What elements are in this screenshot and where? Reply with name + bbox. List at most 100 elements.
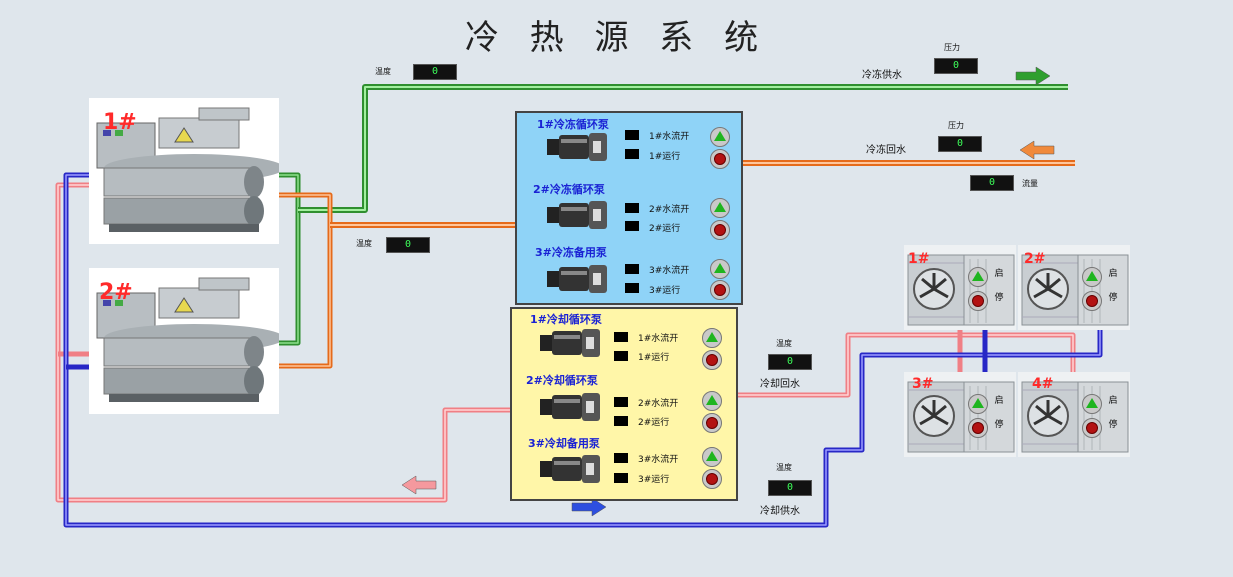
- chilled-pump-2-stop-button[interactable]: [710, 220, 730, 240]
- pump-icon[interactable]: [547, 263, 609, 295]
- chilled-return-pressure-value: 0: [938, 136, 982, 152]
- chilled-pump-2-run-indicator: [625, 221, 639, 231]
- cooling-supply-label: 冷却供水: [760, 506, 800, 517]
- cooling-tower-2-start-button[interactable]: [1082, 267, 1102, 287]
- stop-label: 停: [994, 420, 1004, 430]
- chilled-pump-1-flow-label: 1#水流开: [649, 132, 690, 142]
- stop-circle-icon: [706, 354, 718, 366]
- chilled-pump-3-start-button[interactable]: [710, 259, 730, 279]
- cooling-tower-3-stop-button[interactable]: [968, 418, 988, 438]
- cooling-tower-4[interactable]: 4# 启 停: [1018, 372, 1130, 457]
- chilled-pump-3-stop-button[interactable]: [710, 280, 730, 300]
- start-label: 启: [994, 269, 1004, 279]
- chiller-2[interactable]: 2#: [89, 268, 284, 414]
- cooling-pump-1-title: 1#冷却循环泵: [530, 313, 602, 326]
- stop-circle-icon: [706, 417, 718, 429]
- chilled-pump-2-flow-label: 2#水流开: [649, 205, 690, 215]
- start-triangle-icon: [706, 395, 718, 405]
- chilled-return-temp-value: 0: [386, 237, 430, 253]
- chiller-label: 1#: [103, 110, 137, 135]
- chiller-1[interactable]: 1#: [89, 98, 284, 244]
- chilled-return-pipe: [258, 160, 1075, 369]
- cooling-tower-label: 2#: [1024, 251, 1046, 267]
- cooling-pump-1-flow-label: 1#水流开: [638, 334, 679, 344]
- start-label: 启: [1108, 396, 1118, 406]
- stop-circle-icon: [972, 422, 984, 434]
- cooling-tower-4-stop-button[interactable]: [1082, 418, 1102, 438]
- chilled-pump-panel: 1#冷冻循环泵 1#水流开 1#运行 2#冷冻循环泵 2#水流开 2#运行 3#…: [515, 111, 743, 305]
- pump-icon[interactable]: [540, 453, 602, 485]
- cooling-pump-2-stop-button[interactable]: [702, 413, 722, 433]
- cooling-pump-2-start-button[interactable]: [702, 391, 722, 411]
- chiller-label: 2#: [99, 280, 133, 305]
- cooling-tower-1-stop-button[interactable]: [968, 291, 988, 311]
- cooling-tower-3[interactable]: 3# 启 停: [904, 372, 1016, 457]
- cooling-tower-1[interactable]: 1# 启 停: [904, 245, 1016, 330]
- cooling-tower-2-stop-button[interactable]: [1082, 291, 1102, 311]
- cooling-tower-graphic: [1018, 245, 1130, 330]
- cooling-pump-3-flow-label: 3#水流开: [638, 455, 679, 465]
- cooling-return-temp-value: 0: [768, 354, 812, 370]
- chilled-supply-pressure-label: 压力: [944, 43, 960, 52]
- start-triangle-icon: [714, 131, 726, 141]
- cooling-tower-graphic: [904, 245, 1016, 330]
- cooling-pump-3-title: 3#冷却备用泵: [528, 437, 600, 450]
- chilled-return-label: 冷冻回水: [866, 145, 906, 156]
- cooling-pump-2-flow-label: 2#水流开: [638, 399, 679, 409]
- cooling-pump-2-run-label: 2#运行: [638, 418, 670, 428]
- cooling-tower-graphic: [1018, 372, 1130, 457]
- cooling-pump-3-run-label: 3#运行: [638, 475, 670, 485]
- cooling-tower-4-start-button[interactable]: [1082, 394, 1102, 414]
- cooling-pump-1-stop-button[interactable]: [702, 350, 722, 370]
- chilled-pump-1-title: 1#冷冻循环泵: [537, 118, 609, 131]
- stop-circle-icon: [972, 295, 984, 307]
- cooling-return-temp-label: 温度: [776, 339, 792, 348]
- cooling-pump-1-run-indicator: [614, 351, 628, 361]
- chilled-pump-2-flow-indicator: [625, 203, 639, 213]
- cooling-pump-2-flow-indicator: [614, 397, 628, 407]
- cooling-tower-graphic: [904, 372, 1016, 457]
- chilled-pump-1-run-label: 1#运行: [649, 152, 681, 162]
- stop-circle-icon: [1086, 295, 1098, 307]
- pump-icon[interactable]: [547, 199, 609, 231]
- chilled-return-flow-label: 流量: [1022, 179, 1038, 188]
- pump-icon[interactable]: [540, 391, 602, 423]
- cooling-pump-1-flow-indicator: [614, 332, 628, 342]
- cooling-pump-3-run-indicator: [614, 473, 628, 483]
- page-title: 冷 热 源 系 统: [464, 18, 769, 58]
- cooling-pump-3-stop-button[interactable]: [702, 469, 722, 489]
- pump-icon[interactable]: [547, 131, 609, 163]
- stop-circle-icon: [1086, 422, 1098, 434]
- stop-circle-icon: [714, 224, 726, 236]
- cooling-pump-2-title: 2#冷却循环泵: [526, 374, 598, 387]
- start-triangle-icon: [714, 202, 726, 212]
- chilled-pump-1-run-indicator: [625, 149, 639, 159]
- cooling-pump-2-run-indicator: [614, 416, 628, 426]
- cooling-tower-label: 3#: [912, 376, 934, 392]
- stop-label: 停: [1108, 293, 1118, 303]
- cooling-tower-3-start-button[interactable]: [968, 394, 988, 414]
- chilled-pump-1-start-button[interactable]: [710, 127, 730, 147]
- cooling-supply-temp-label: 温度: [776, 463, 792, 472]
- chilled-return-temp-label: 温度: [356, 239, 372, 248]
- pump-icon[interactable]: [540, 327, 602, 359]
- stop-circle-icon: [714, 153, 726, 165]
- start-label: 启: [994, 396, 1004, 406]
- chilled-pump-1-stop-button[interactable]: [710, 149, 730, 169]
- chilled-pump-2-run-label: 2#运行: [649, 224, 681, 234]
- chiller-graphic: [96, 277, 284, 402]
- stop-circle-icon: [706, 473, 718, 485]
- start-triangle-icon: [972, 271, 984, 281]
- cooling-pump-panel: 1#冷却循环泵 1#水流开 1#运行 2#冷却循环泵 2#水流开 2#运行 3#…: [510, 307, 738, 501]
- start-triangle-icon: [706, 451, 718, 461]
- start-triangle-icon: [714, 263, 726, 273]
- cooling-tower-1-start-button[interactable]: [968, 267, 988, 287]
- cooling-pump-1-start-button[interactable]: [702, 328, 722, 348]
- chilled-supply-temp-label: 温度: [375, 67, 391, 76]
- stop-label: 停: [1108, 420, 1118, 430]
- cooling-tower-label: 1#: [908, 251, 930, 267]
- cooling-tower-2[interactable]: 2# 启 停: [1018, 245, 1130, 330]
- chilled-pump-2-start-button[interactable]: [710, 198, 730, 218]
- cooling-pump-3-start-button[interactable]: [702, 447, 722, 467]
